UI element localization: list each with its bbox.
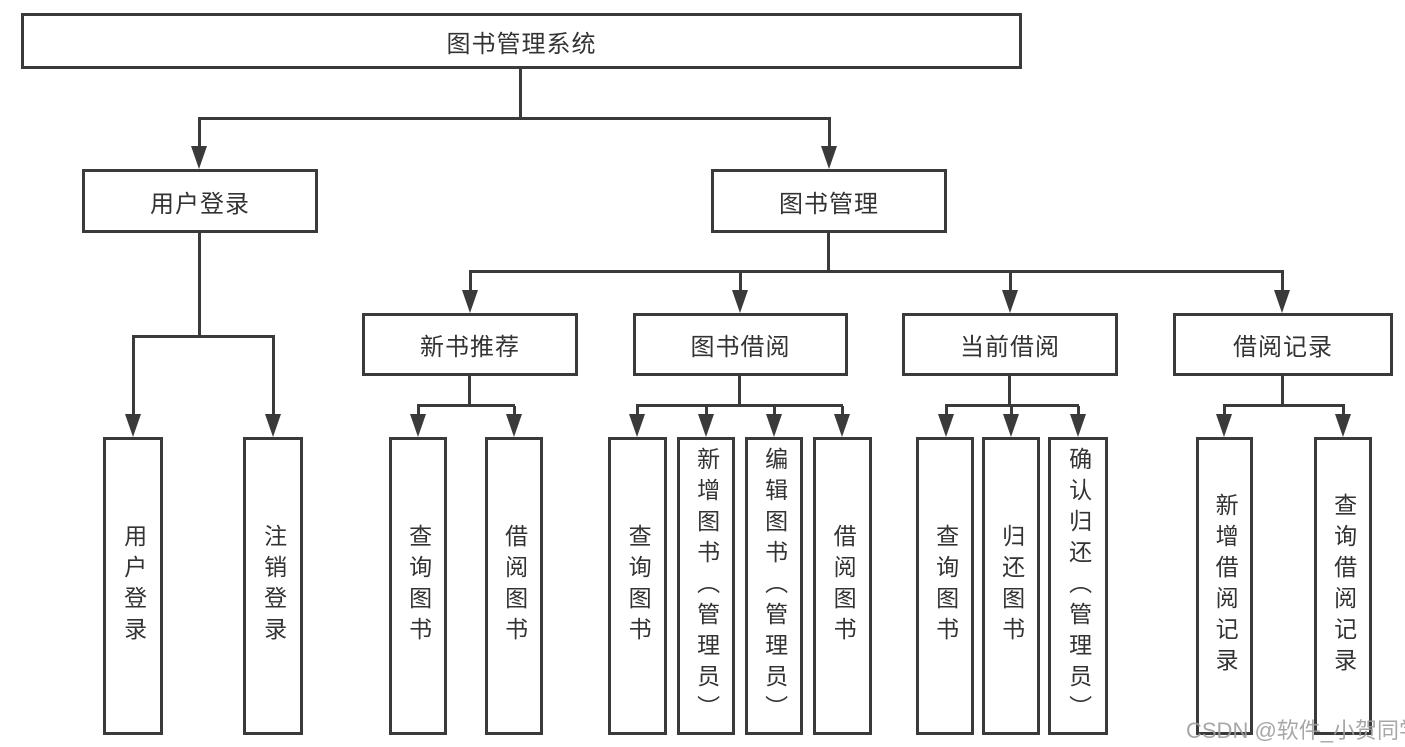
connector-line	[468, 376, 471, 406]
connector-line	[1281, 376, 1284, 406]
connector-line	[1223, 404, 1345, 407]
leaf-query-books-current: 查询图书	[916, 437, 974, 735]
leaf-query-borrow-record: 查询借阅记录	[1314, 437, 1372, 735]
leaf-label: 查询图书	[932, 524, 959, 648]
leaf-label: 用户登录	[120, 524, 147, 648]
leaf-add-books-admin: 新增图书（管理员）	[677, 437, 735, 735]
leaf-add-borrow-record: 新增借阅记录	[1196, 437, 1253, 735]
node-user-login: 用户登录	[82, 169, 318, 233]
leaf-borrow-books-recommend: 借阅图书	[485, 437, 543, 735]
node-label: 当前借阅	[960, 334, 1060, 361]
node-label: 借阅记录	[1233, 334, 1333, 361]
connector-line	[636, 404, 843, 407]
connector-line	[738, 376, 741, 406]
node-label: 新书推荐	[420, 334, 520, 361]
leaf-return-books: 归还图书	[982, 437, 1040, 735]
leaf-label: 新增借阅记录	[1212, 493, 1239, 679]
node-label: 图书管理系统	[446, 30, 597, 58]
connector-line	[198, 233, 201, 337]
connector-line	[132, 335, 275, 338]
node-new-book-recommend: 新书推荐	[362, 313, 578, 376]
connector-line	[945, 404, 1079, 407]
node-book-borrowing: 图书借阅	[633, 313, 848, 376]
leaf-label: 注销登录	[260, 524, 287, 648]
leaf-label: 新增图书（管理员）	[693, 446, 720, 726]
watermark: CSDN @软件_小贺同学	[1186, 718, 1405, 743]
leaf-label: 编辑图书（管理员）	[761, 446, 788, 726]
node-label: 图书借阅	[690, 334, 791, 361]
connector-line	[417, 404, 515, 407]
connector-line	[827, 233, 830, 272]
leaf-label: 查询图书	[405, 524, 432, 648]
node-borrowing-records: 借阅记录	[1173, 313, 1393, 376]
connector-line	[519, 69, 522, 119]
leaf-logout: 注销登录	[243, 437, 303, 735]
leaf-edit-books-admin: 编辑图书（管理员）	[745, 437, 803, 735]
connector-line	[1008, 376, 1011, 406]
leaf-borrow-books-borrowing: 借阅图书	[813, 437, 872, 735]
node-current-borrowing: 当前借阅	[902, 313, 1118, 376]
leaf-label: 借阅图书	[501, 524, 528, 648]
connector-line	[469, 270, 1284, 273]
leaf-label: 查询图书	[625, 524, 652, 648]
node-book-management: 图书管理	[711, 169, 947, 233]
node-label: 用户登录	[150, 190, 250, 218]
leaf-query-books-borrowing: 查询图书	[608, 437, 667, 735]
node-label: 图书管理	[779, 190, 879, 218]
leaf-label: 归还图书	[998, 524, 1025, 648]
leaf-user-login: 用户登录	[103, 437, 163, 735]
node-library-system: 图书管理系统	[21, 13, 1022, 69]
connector-line	[198, 117, 831, 120]
leaf-query-books-recommend: 查询图书	[389, 437, 447, 735]
leaf-label: 确认归还（管理员）	[1065, 446, 1092, 726]
leaf-label: 借阅图书	[830, 524, 857, 648]
leaf-label: 查询借阅记录	[1330, 493, 1357, 679]
leaf-confirm-return-admin: 确认归还（管理员）	[1048, 437, 1108, 735]
